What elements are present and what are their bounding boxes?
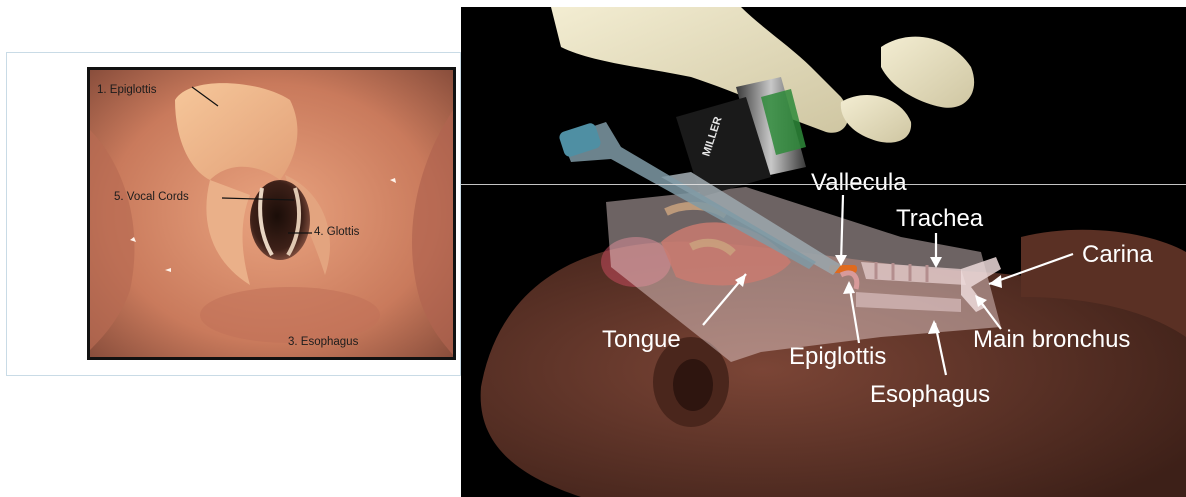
label-trachea: Trachea [896,205,983,233]
label-vallecula: Vallecula [811,169,907,197]
label-epiglottis-endoscopic: 1. Epiglottis [97,84,156,96]
sagittal-drawing: MILLER [461,7,1186,497]
endoscopic-larynx-image: 1. Epiglottis 5. Vocal Cords 4. Glottis … [87,67,456,360]
label-esophagus-sagittal: Esophagus [870,381,990,409]
glove-fingers [881,37,974,108]
label-esophagus-endoscopic: 3. Esophagus [288,336,358,348]
epiglottis-shape [175,83,297,180]
sagittal-intubation-illustration: MILLER Vallecula Trachea Carina Tongue E… [461,7,1186,497]
label-main-bronchus: Main bronchus [973,326,1130,354]
label-glottis: 4. Glottis [314,226,359,238]
label-tongue: Tongue [602,326,681,354]
overlay-divider-line [461,184,1186,185]
label-vocal-cords: 5. Vocal Cords [114,191,189,203]
label-epiglottis-sagittal: Epiglottis [789,343,886,371]
glove-fingers-lower [841,95,911,143]
label-carina: Carina [1082,241,1153,269]
infant-ear-inner [673,359,713,411]
endoscopic-larynx-drawing [90,70,453,357]
esophagus-region [200,287,380,343]
